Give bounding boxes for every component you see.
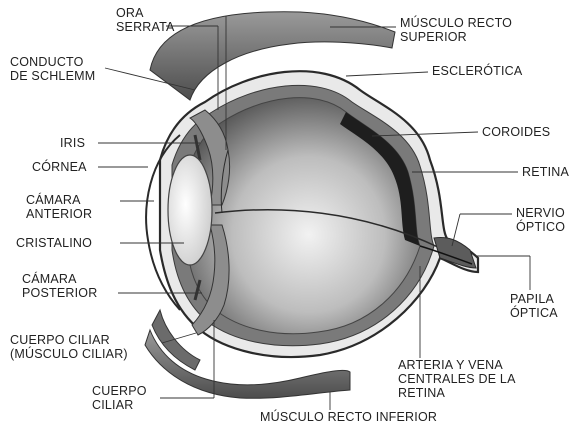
label-ora-serrata: ORA SERRATA: [116, 6, 175, 34]
label-camara-anterior: CÁMARA ANTERIOR: [26, 193, 92, 221]
label-cristalino: CRISTALINO: [16, 236, 92, 250]
label-conducto-schlemm: CONDUCTO DE SCHLEMM: [10, 55, 95, 83]
label-retina: RETINA: [522, 165, 569, 179]
label-cuerpo-ciliar-musculo: CUERPO CILIAR (MÚSCULO CILIAR): [10, 333, 128, 361]
label-coroides: COROIDES: [482, 125, 550, 139]
label-musculo-recto-inferior: MÚSCULO RECTO INFERIOR: [260, 410, 437, 424]
label-iris: IRIS: [60, 136, 85, 150]
label-camara-posterior: CÁMARA POSTERIOR: [22, 272, 97, 300]
lens: [168, 155, 212, 265]
label-arteria-vena: ARTERIA Y VENA CENTRALES DE LA RETINA: [398, 358, 516, 400]
label-musculo-recto-superior: MÚSCULO RECTO SUPERIOR: [400, 16, 512, 44]
label-cuerpo-ciliar: CUERPO CILIAR: [92, 384, 147, 412]
label-nervio-optico: NERVIO ÓPTICO: [516, 206, 565, 234]
label-esclerotica: ESCLERÓTICA: [432, 64, 522, 78]
label-papila-optica: PAPILA ÓPTICA: [510, 292, 558, 320]
label-cornea: CÓRNEA: [32, 160, 87, 174]
